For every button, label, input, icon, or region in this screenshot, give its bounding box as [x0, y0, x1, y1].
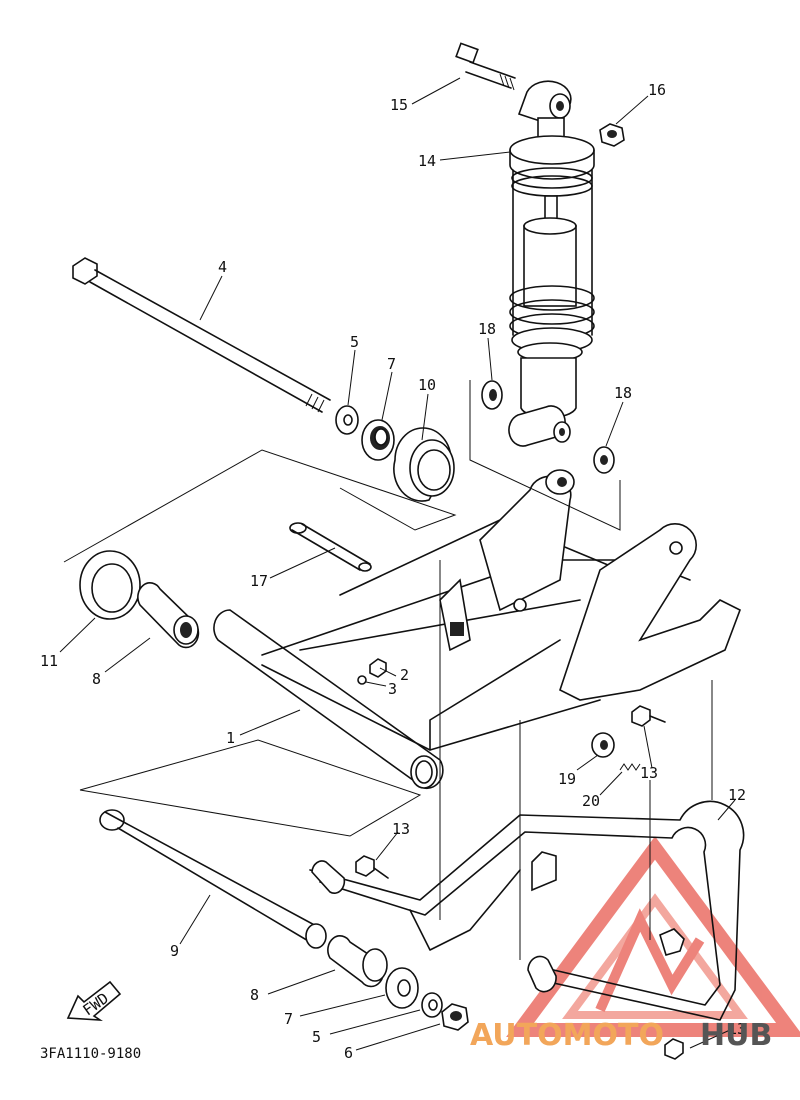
shock-absorber: [455, 42, 625, 447]
callout-13-bottom: 13: [728, 1020, 746, 1038]
watermark-part1: AUTOMOTO: [470, 1018, 664, 1053]
callout-8-bottom: 8: [250, 986, 259, 1004]
callout-18-left: 18: [478, 320, 496, 338]
pin-17: [289, 522, 372, 572]
reference-lines: [63, 380, 713, 960]
part-code: 3FA1110-9180: [40, 1046, 141, 1062]
fwd-arrow: FWD: [66, 980, 122, 1021]
callout-11: 11: [40, 652, 58, 670]
callout-14: 14: [418, 152, 436, 170]
callout-1: 1: [226, 729, 235, 747]
callout-12: 12: [728, 786, 746, 804]
washer-5-top: [335, 405, 359, 435]
bearing-7-bottom: [385, 967, 419, 1009]
bearing-7-top: [361, 419, 395, 461]
callout-10: 10: [418, 376, 436, 394]
callout-7-bottom: 7: [284, 1010, 293, 1028]
watermark-logo: [506, 836, 800, 1037]
nut-6: [441, 1003, 469, 1031]
callout-7-top: 7: [387, 355, 396, 373]
callout-18-right: 18: [614, 384, 632, 402]
bushing-8-bottom: [327, 935, 388, 988]
callout-16: 16: [648, 81, 666, 99]
washer-5-bottom: [421, 992, 443, 1018]
callout-17: 17: [250, 572, 268, 590]
callout-20: 20: [582, 792, 600, 810]
collar-11: [79, 550, 141, 620]
shaft-9: [99, 809, 327, 949]
callouts: 15 16 14 4 5 7 10 18 18 17 11 8 2 3 1 19…: [40, 81, 746, 1062]
bolt-13-bottom: [664, 1038, 684, 1060]
watermark-text: AUTOMOTO HUB: [470, 1018, 772, 1053]
bolt-13-upper: [631, 705, 666, 727]
callout-6: 6: [344, 1044, 353, 1062]
callout-2: 2: [400, 666, 409, 684]
callout-5-top: 5: [350, 333, 359, 351]
callout-8-top: 8: [92, 670, 101, 688]
callout-5-bottom: 5: [312, 1028, 321, 1046]
seal-10: [393, 427, 455, 502]
callout-3: 3: [388, 680, 397, 698]
washer-18-right: [593, 446, 615, 474]
bolt-13-left: [355, 855, 389, 879]
washer-19: [591, 732, 615, 758]
pivot-shaft: [72, 257, 331, 413]
callout-4: 4: [218, 258, 227, 276]
callout-15: 15: [390, 96, 408, 114]
spring-20: [619, 763, 641, 771]
bushing-8-top: [137, 582, 200, 649]
leader-lines: [59, 77, 736, 1051]
swingarm: [213, 469, 742, 790]
callout-13-left: 13: [392, 820, 410, 838]
callout-13-upper: 13: [640, 764, 658, 782]
callout-9: 9: [170, 942, 179, 960]
watermark-part2: HUB: [700, 1018, 772, 1053]
callout-19: 19: [558, 770, 576, 788]
washer-18-left: [481, 380, 503, 410]
guard-12: [309, 800, 745, 1021]
